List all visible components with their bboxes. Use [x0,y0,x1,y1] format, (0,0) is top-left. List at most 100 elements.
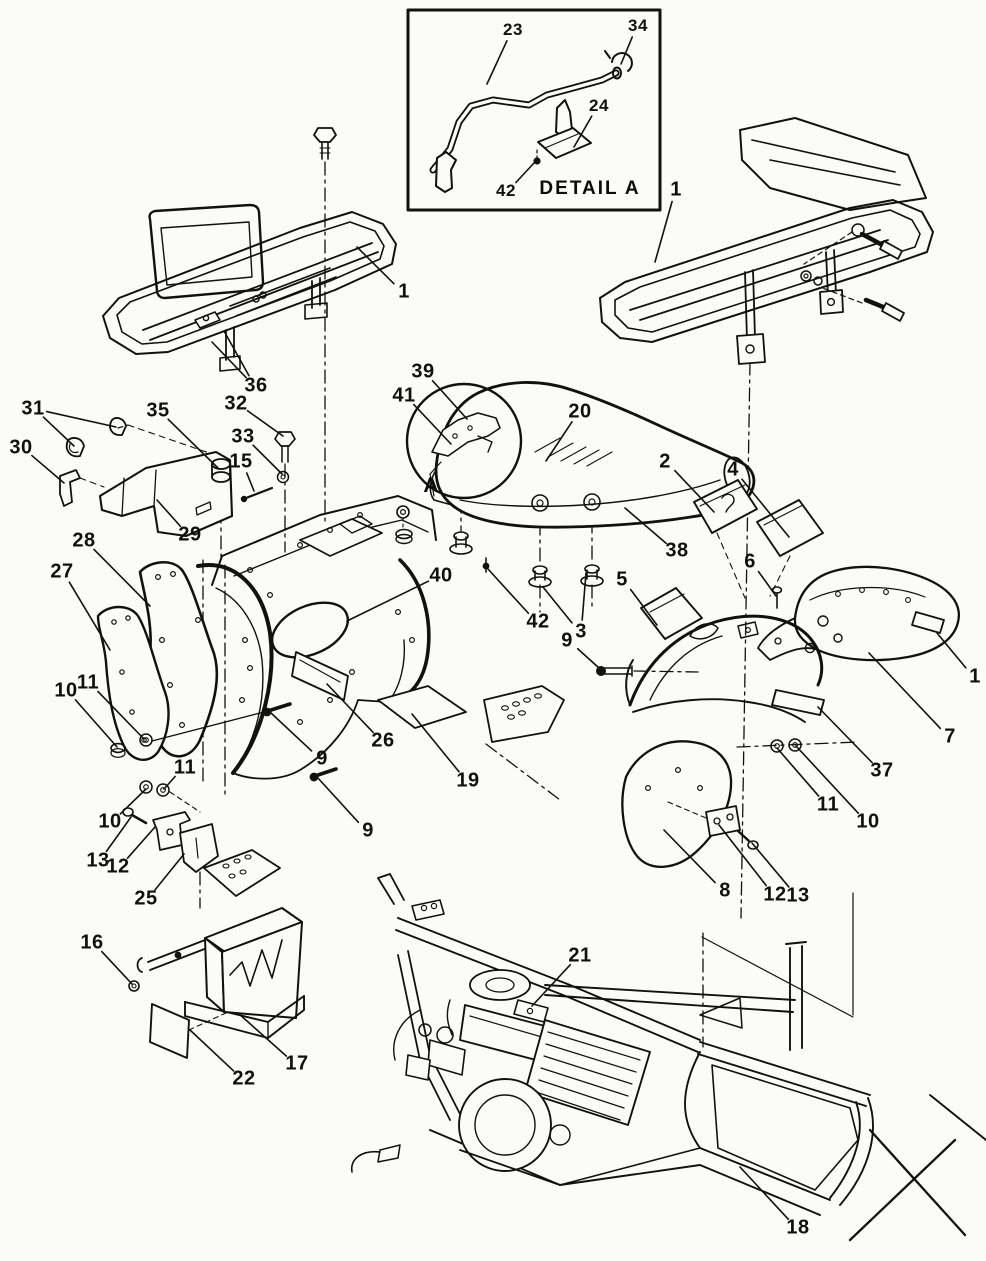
callout-8: 8 [719,879,731,902]
frame-engine-art [351,873,986,1242]
callout-35: 35 [146,399,170,422]
leader-line-7 [868,652,942,730]
leader-line-20 [545,421,573,462]
leader-line-12 [126,826,156,859]
callout-39: 39 [411,360,435,383]
callout-31: 31 [21,397,45,420]
leader-line-30 [31,454,65,484]
callout-1: 1 [670,178,682,201]
leader-line-15 [245,472,255,492]
callout-30: 30 [9,436,33,459]
leader-line-3 [542,586,573,624]
callout-21: 21 [568,944,592,967]
leader-line-10 [795,745,860,815]
callout-38: 38 [665,539,689,562]
leader-line-35 [167,418,219,469]
section-marker-a: A [423,474,439,497]
callout-32: 32 [224,392,248,415]
leader-line-17 [237,1012,288,1057]
leader-line-31 [45,410,117,428]
callout-11: 11 [76,671,100,694]
callout-23: 23 [503,20,523,39]
callout-1: 1 [398,280,410,303]
leader-line-1 [356,246,395,285]
leader-line-11 [97,690,145,740]
leader-line-23 [486,40,508,85]
callout-10: 10 [856,810,880,833]
leader-line-3 [581,572,587,621]
leader-line-33 [252,444,283,475]
callout-40: 40 [429,564,453,587]
leader-line-11 [163,775,176,790]
leader-line-9 [576,647,600,669]
mud-flaps-art [96,561,219,761]
callout-11: 11 [816,793,840,816]
callout-17: 17 [285,1052,309,1075]
leader-line-6 [757,570,777,597]
leader-line-42 [515,162,535,184]
callout-5: 5 [616,568,628,591]
callout-24: 24 [589,96,609,115]
callout-42: 42 [526,610,550,633]
leader-line-28 [93,548,151,607]
leader-line-16 [100,950,133,985]
callout-18: 18 [786,1216,810,1239]
callout-7: 7 [944,725,956,748]
leader-line-8 [663,829,716,884]
callout-15: 15 [229,450,253,473]
callout-leader-lines [31,36,967,1221]
callout-13: 13 [786,884,810,907]
callout-13: 13 [86,849,110,872]
leader-line-39 [431,379,468,420]
leader-line-34 [620,36,634,65]
callout-20: 20 [568,400,592,423]
callout-12: 12 [106,855,130,878]
detail-a-title: DETAIL A [539,178,641,199]
callout-16: 16 [80,931,104,954]
leader-line-25 [154,853,185,891]
front-fender-art [110,495,565,897]
seat-art [395,381,756,588]
leader-line-9 [316,776,360,824]
callout-4: 4 [727,458,739,481]
callout-33: 33 [231,425,255,448]
leader-line-13 [105,816,132,853]
callout-42: 42 [496,181,516,200]
callout-2: 2 [659,450,671,473]
callout-22: 22 [232,1067,256,1090]
callout-25: 25 [134,887,158,910]
callout-9: 9 [561,629,573,652]
leader-line-36 [223,330,250,377]
leader-line-31 [42,416,75,447]
leader-line-26 [326,683,374,734]
leader-line-29 [156,499,182,528]
fuel-tank-rod-art [429,50,633,193]
leader-line-4 [741,478,790,538]
front-rack-art [102,127,397,372]
leader-line-9 [270,712,313,752]
callout-9: 9 [362,819,374,842]
detail-a-inset [406,8,662,212]
construction-lines [199,161,859,1048]
callout-28: 28 [72,529,96,552]
callout-36: 36 [244,374,268,397]
leader-line-12 [718,824,768,887]
callout-34: 34 [628,16,648,35]
leader-line-2 [673,469,715,513]
callout-19: 19 [456,769,480,792]
callout-29: 29 [178,523,202,546]
leader-line-37 [817,706,873,764]
leader-line-19 [411,713,460,773]
callout-3: 3 [575,620,587,643]
rear-plates-art [596,479,824,677]
callout-12: 12 [763,883,787,906]
callout-11: 11 [173,756,197,779]
callout-1: 1 [969,665,981,688]
rear-fender-art [621,565,961,868]
leader-line-38 [624,507,668,545]
leader-line-13 [751,842,790,888]
callout-9: 9 [316,747,328,770]
leader-line-22 [189,1029,235,1072]
